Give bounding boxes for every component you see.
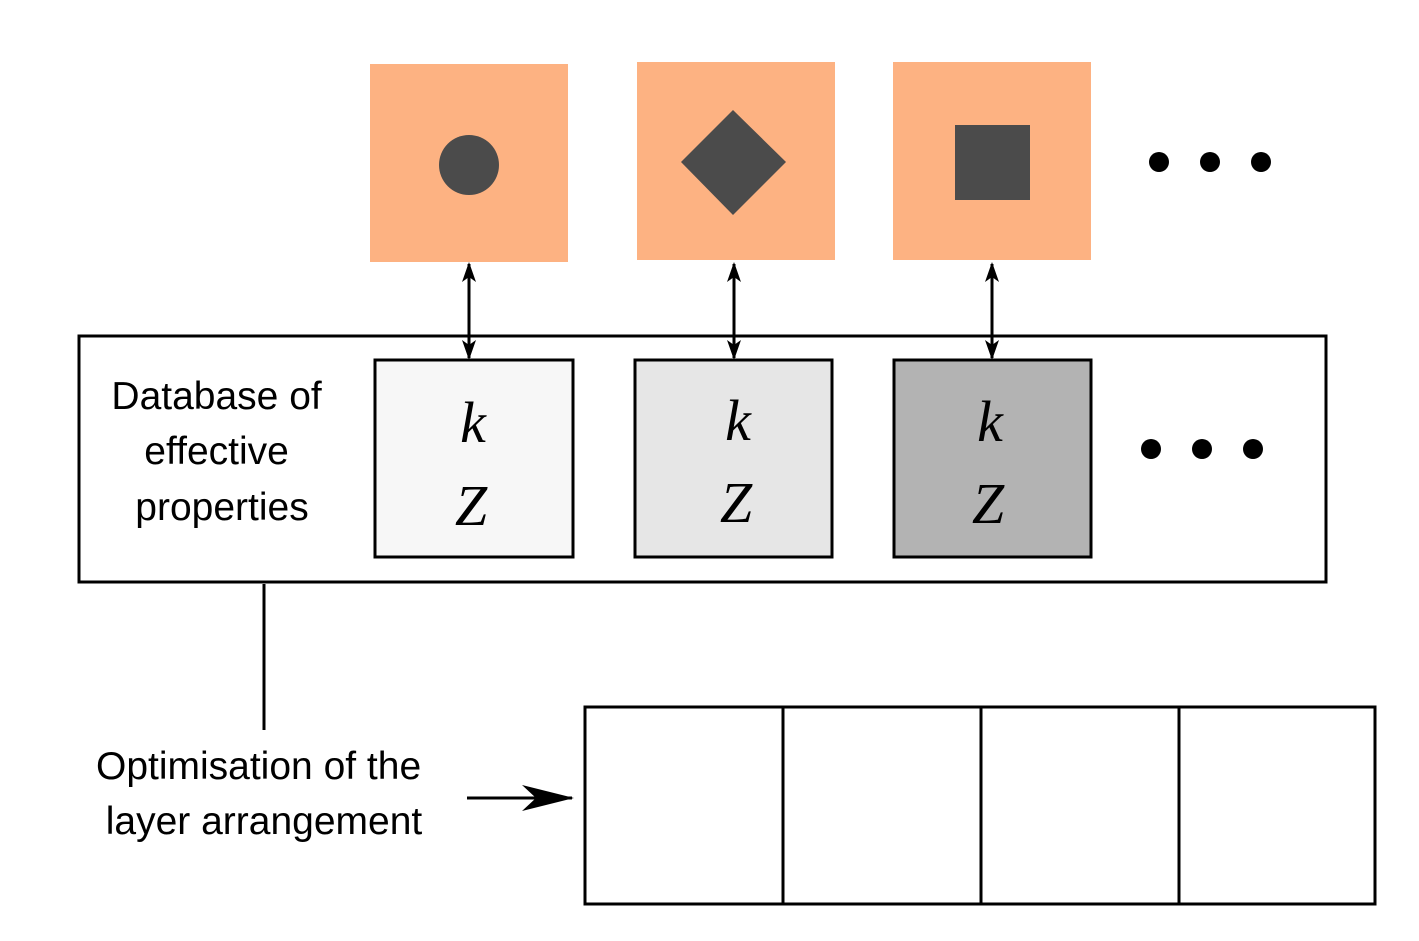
square-inclusion-icon xyxy=(955,125,1030,200)
database-entry-3: k Z xyxy=(892,358,1093,559)
property-box xyxy=(892,358,1093,559)
database-label: Database of effective properties xyxy=(111,375,332,529)
property-box xyxy=(633,358,834,559)
layer-arrangement xyxy=(583,705,1377,906)
layer-cell xyxy=(583,705,785,906)
layer-cell xyxy=(781,705,983,906)
unit-cell-diamond xyxy=(637,62,835,260)
property-box xyxy=(373,358,575,559)
impedance-symbol: Z xyxy=(455,473,488,538)
ellipsis-dots-top xyxy=(1149,152,1271,172)
dot xyxy=(1200,152,1220,172)
conductivity-symbol: k xyxy=(725,388,752,453)
ellipsis-dots-database xyxy=(1141,439,1263,459)
dot xyxy=(1141,439,1161,459)
optimisation-label-line: layer arrangement xyxy=(106,800,423,843)
unit-cell-circle xyxy=(370,64,568,262)
unit-cell-square xyxy=(893,62,1091,260)
database-label-line: properties xyxy=(135,486,308,529)
database-label-line: effective xyxy=(144,430,289,473)
circle-inclusion-icon xyxy=(439,135,499,195)
diamond-inclusion-icon xyxy=(681,110,786,215)
unit-cells-row xyxy=(370,62,1271,262)
dot xyxy=(1149,152,1169,172)
dot xyxy=(1243,439,1263,459)
conductivity-symbol: k xyxy=(460,390,487,455)
optimisation-label: Optimisation of the layer arrangement xyxy=(96,745,432,843)
impedance-symbol: Z xyxy=(972,471,1005,536)
layer-cell xyxy=(979,705,1181,906)
database-label-line: Database of xyxy=(111,375,321,418)
database-panel: Database of effective properties k Z k Z… xyxy=(77,334,1328,584)
database-entry-1: k Z xyxy=(373,358,575,559)
database-entry-2: k Z xyxy=(633,358,834,559)
layer-cell xyxy=(1177,705,1377,906)
database-frame xyxy=(77,334,1328,584)
impedance-symbol: Z xyxy=(720,470,753,535)
conductivity-symbol: k xyxy=(977,389,1004,454)
dot xyxy=(1192,439,1212,459)
double-arrows xyxy=(462,262,999,360)
dot xyxy=(1251,152,1271,172)
optimisation-label-line: Optimisation of the xyxy=(96,745,421,788)
